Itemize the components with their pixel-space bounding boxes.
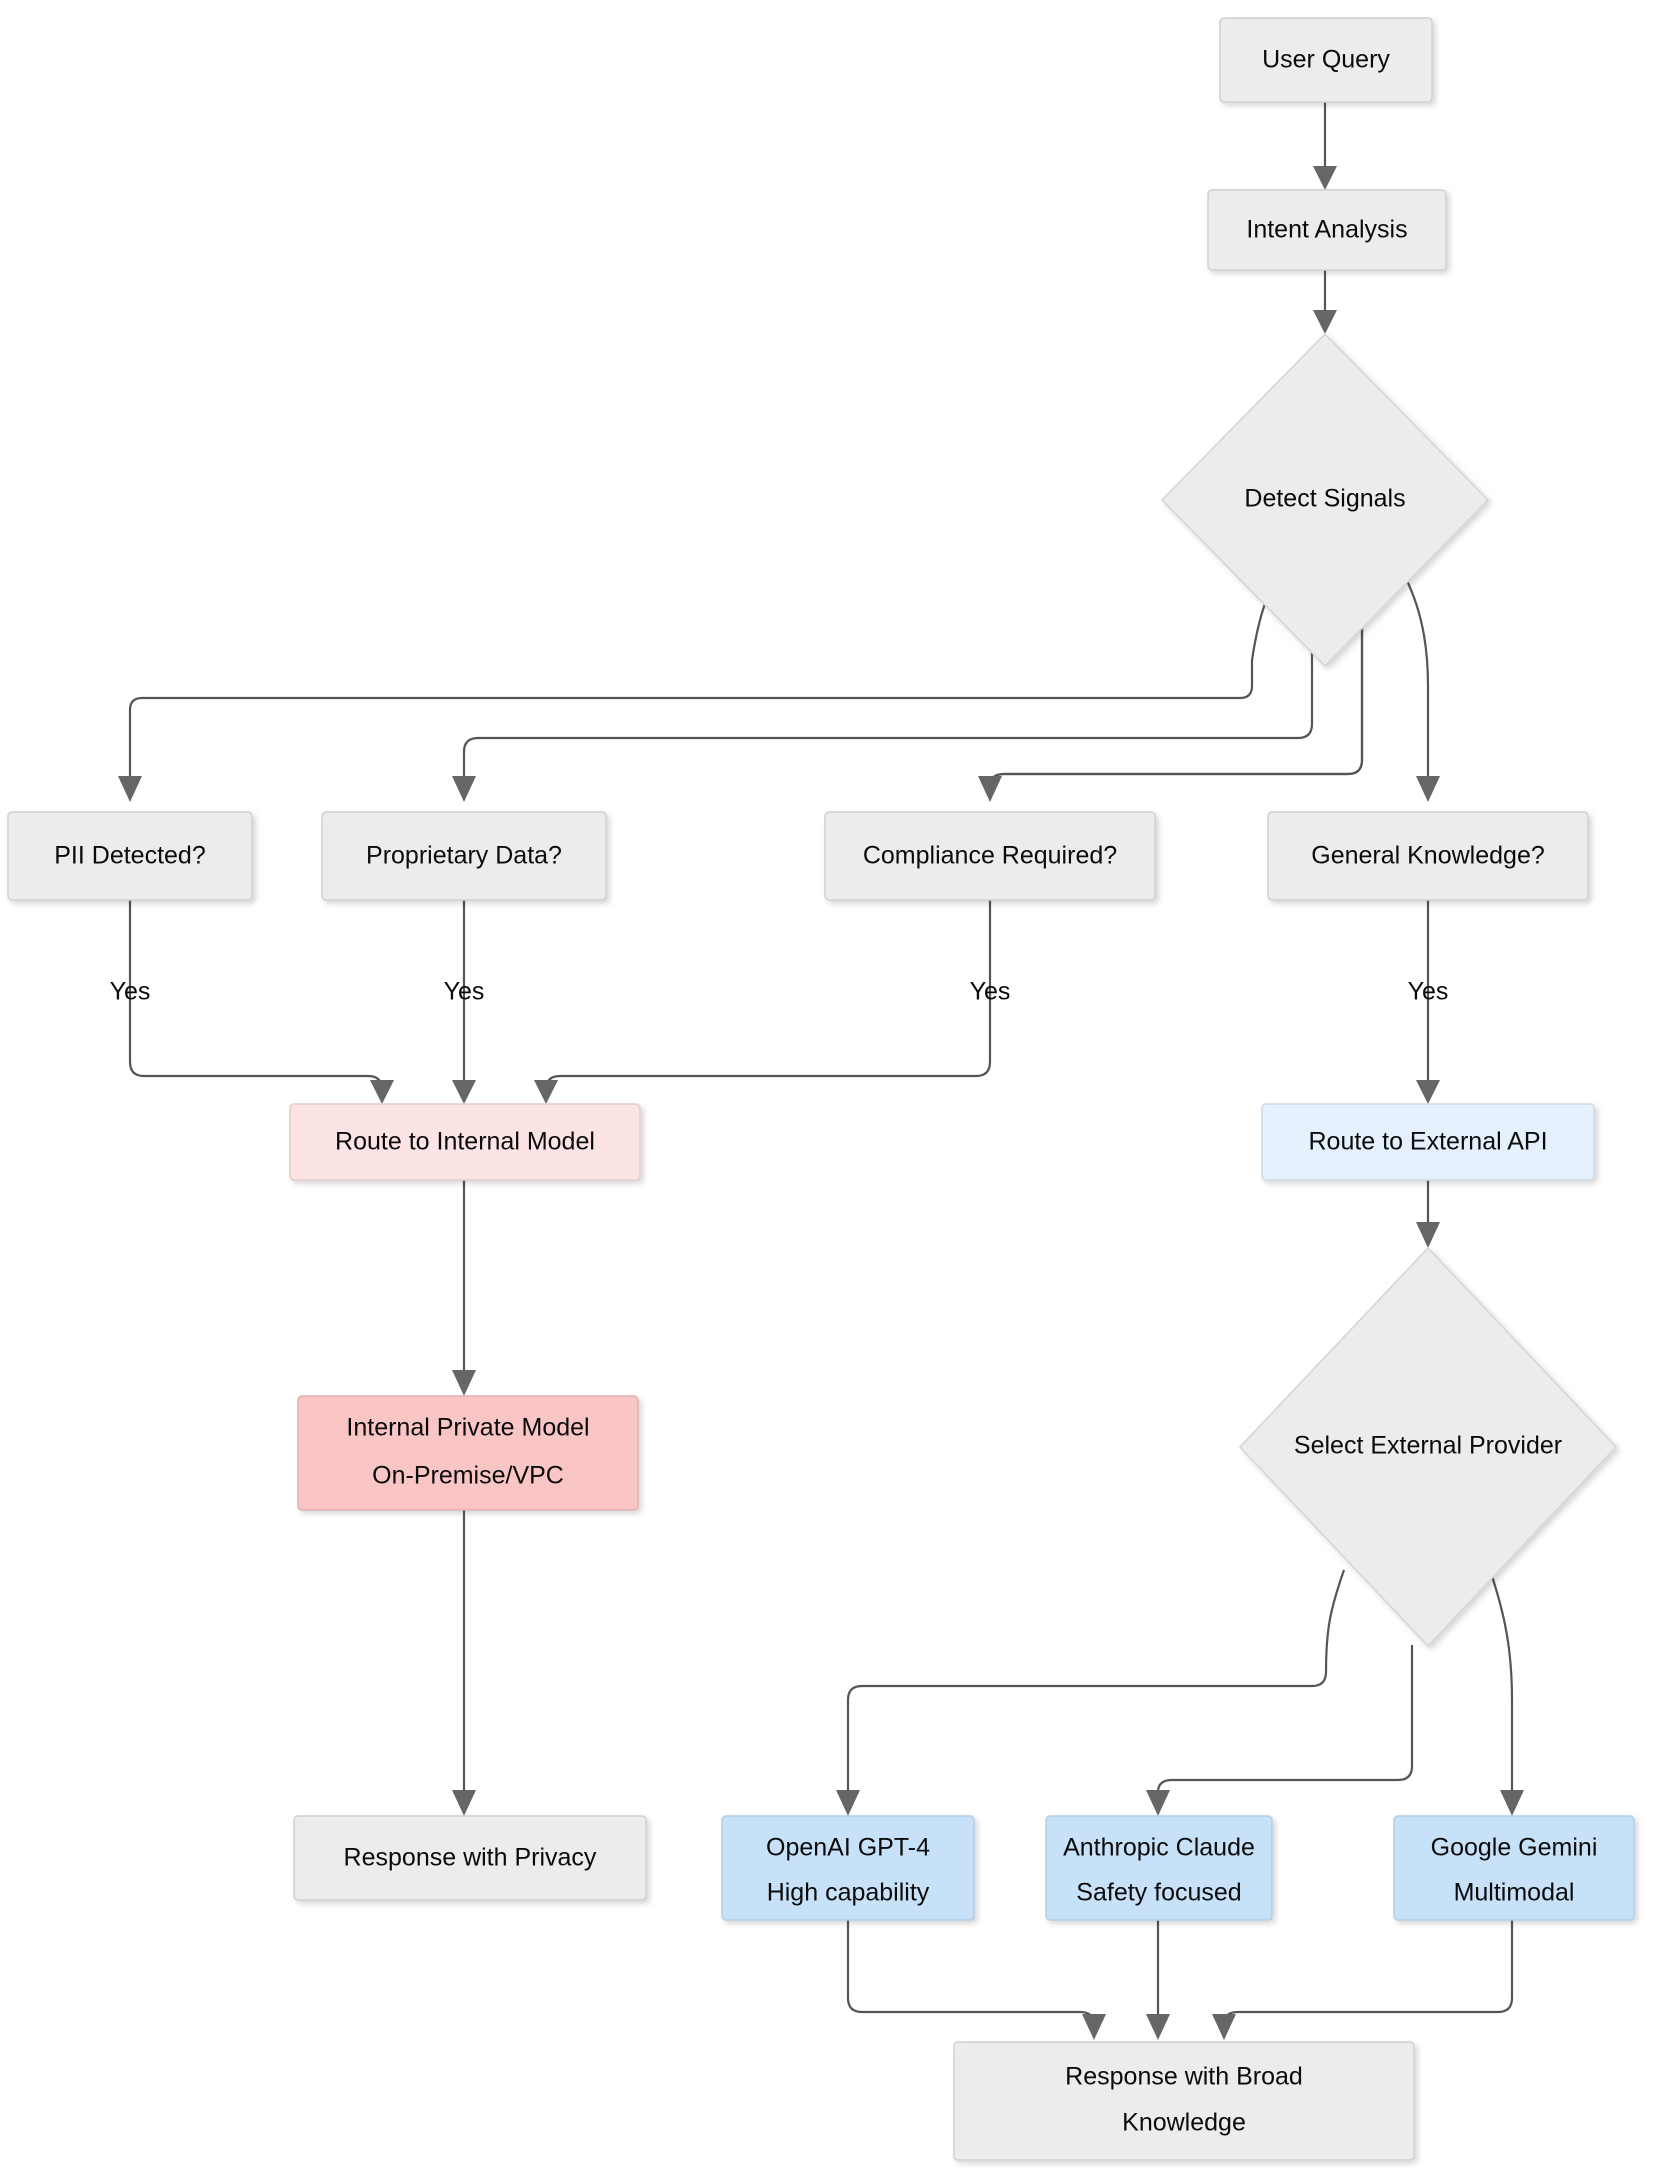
- node-openai-gpt4[interactable]: OpenAI GPT-4 High capability: [721, 1815, 975, 1921]
- node-proprietary-data-label: Proprietary Data?: [366, 842, 562, 870]
- edge-gemini-to-response-broad: [1212, 1920, 1514, 2040]
- node-route-external-api-label: Route to External API: [1308, 1128, 1547, 1156]
- edge-detect-to-general: [1395, 559, 1440, 802]
- edge-intent-to-detect: [1313, 266, 1337, 334]
- node-select-external-provider[interactable]: Select External Provider: [1238, 1246, 1618, 1648]
- node-response-broad-knowledge-label-line1: Response with Broad: [1065, 2063, 1303, 2091]
- node-general-knowledge-label: General Knowledge?: [1311, 842, 1545, 870]
- edge-proprietary-to-route-internal: [452, 900, 476, 1104]
- edge-detect-to-pii: [118, 559, 1284, 802]
- node-user-query-label: User Query: [1262, 46, 1390, 74]
- node-general-knowledge[interactable]: General Knowledge?: [1267, 811, 1589, 901]
- node-intent-analysis-label: Intent Analysis: [1246, 216, 1407, 244]
- edge-label-pii-yes: Yes: [110, 978, 151, 1006]
- node-openai-gpt4-label-line1: OpenAI GPT-4: [766, 1834, 930, 1862]
- node-detect-signals[interactable]: Detect Signals: [1160, 332, 1490, 668]
- node-detect-signals-label: Detect Signals: [1244, 485, 1405, 513]
- edge-route-external-to-select-provider: [1416, 1180, 1440, 1248]
- edge-label-compliance-yes: Yes: [970, 978, 1011, 1006]
- edge-select-provider-to-claude: [1146, 1645, 1414, 1816]
- edge-openai-to-response-broad: [846, 1920, 1106, 2040]
- edge-select-provider-to-openai: [836, 1569, 1346, 1816]
- node-google-gemini[interactable]: Google Gemini Multimodal: [1393, 1815, 1635, 1921]
- edge-private-model-to-response-privacy: [452, 1510, 476, 1816]
- node-pii-detected[interactable]: PII Detected?: [7, 811, 253, 901]
- edge-user-query-to-intent: [1313, 102, 1337, 190]
- node-pii-detected-label: PII Detected?: [54, 842, 205, 870]
- node-route-internal-model-label: Route to Internal Model: [335, 1128, 595, 1156]
- node-route-internal-model[interactable]: Route to Internal Model: [289, 1103, 641, 1181]
- node-response-with-privacy[interactable]: Response with Privacy: [293, 1815, 647, 1901]
- node-google-gemini-label-line2: Multimodal: [1454, 1879, 1575, 1907]
- edge-detect-to-compliance: [978, 610, 1364, 802]
- node-response-with-privacy-label: Response with Privacy: [344, 1844, 597, 1872]
- edge-select-provider-to-gemini: [1488, 1569, 1524, 1816]
- node-anthropic-claude-label-line2: Safety focused: [1076, 1879, 1241, 1907]
- node-intent-analysis[interactable]: Intent Analysis: [1207, 189, 1447, 271]
- edge-route-internal-to-private-model: [452, 1180, 476, 1396]
- edge-pii-to-route-internal: [128, 900, 394, 1104]
- edge-label-layer: Yes Yes Yes Yes: [110, 978, 1449, 1006]
- node-compliance-required-label: Compliance Required?: [863, 842, 1117, 870]
- node-response-broad-knowledge-label-line2: Knowledge: [1122, 2109, 1246, 2137]
- node-internal-private-model-label-line1: Internal Private Model: [346, 1414, 589, 1442]
- node-internal-private-model-label-line2: On-Premise/VPC: [372, 1462, 564, 1490]
- node-google-gemini-label-line1: Google Gemini: [1431, 1834, 1598, 1862]
- node-user-query[interactable]: User Query: [1219, 17, 1433, 103]
- node-anthropic-claude-label-line1: Anthropic Claude: [1063, 1834, 1255, 1862]
- node-anthropic-claude[interactable]: Anthropic Claude Safety focused: [1045, 1815, 1273, 1921]
- edge-compliance-to-route-internal: [534, 900, 992, 1104]
- node-route-external-api[interactable]: Route to External API: [1261, 1103, 1595, 1181]
- node-openai-gpt4-label-line2: High capability: [767, 1879, 930, 1907]
- node-proprietary-data[interactable]: Proprietary Data?: [321, 811, 607, 901]
- node-internal-private-model[interactable]: Internal Private Model On-Premise/VPC: [297, 1395, 639, 1511]
- edge-general-to-route-external: [1416, 900, 1440, 1104]
- edge-label-general-yes: Yes: [1408, 978, 1449, 1006]
- node-compliance-required[interactable]: Compliance Required?: [824, 811, 1156, 901]
- edge-detect-to-proprietary: [452, 610, 1314, 802]
- edge-claude-to-response-broad: [1146, 1920, 1170, 2040]
- node-response-broad-knowledge[interactable]: Response with Broad Knowledge: [953, 2041, 1415, 2161]
- node-select-external-provider-label: Select External Provider: [1294, 1432, 1562, 1460]
- node-layer: User Query Intent Analysis Detect Signal…: [7, 17, 1635, 2161]
- edge-label-proprietary-yes: Yes: [444, 978, 485, 1006]
